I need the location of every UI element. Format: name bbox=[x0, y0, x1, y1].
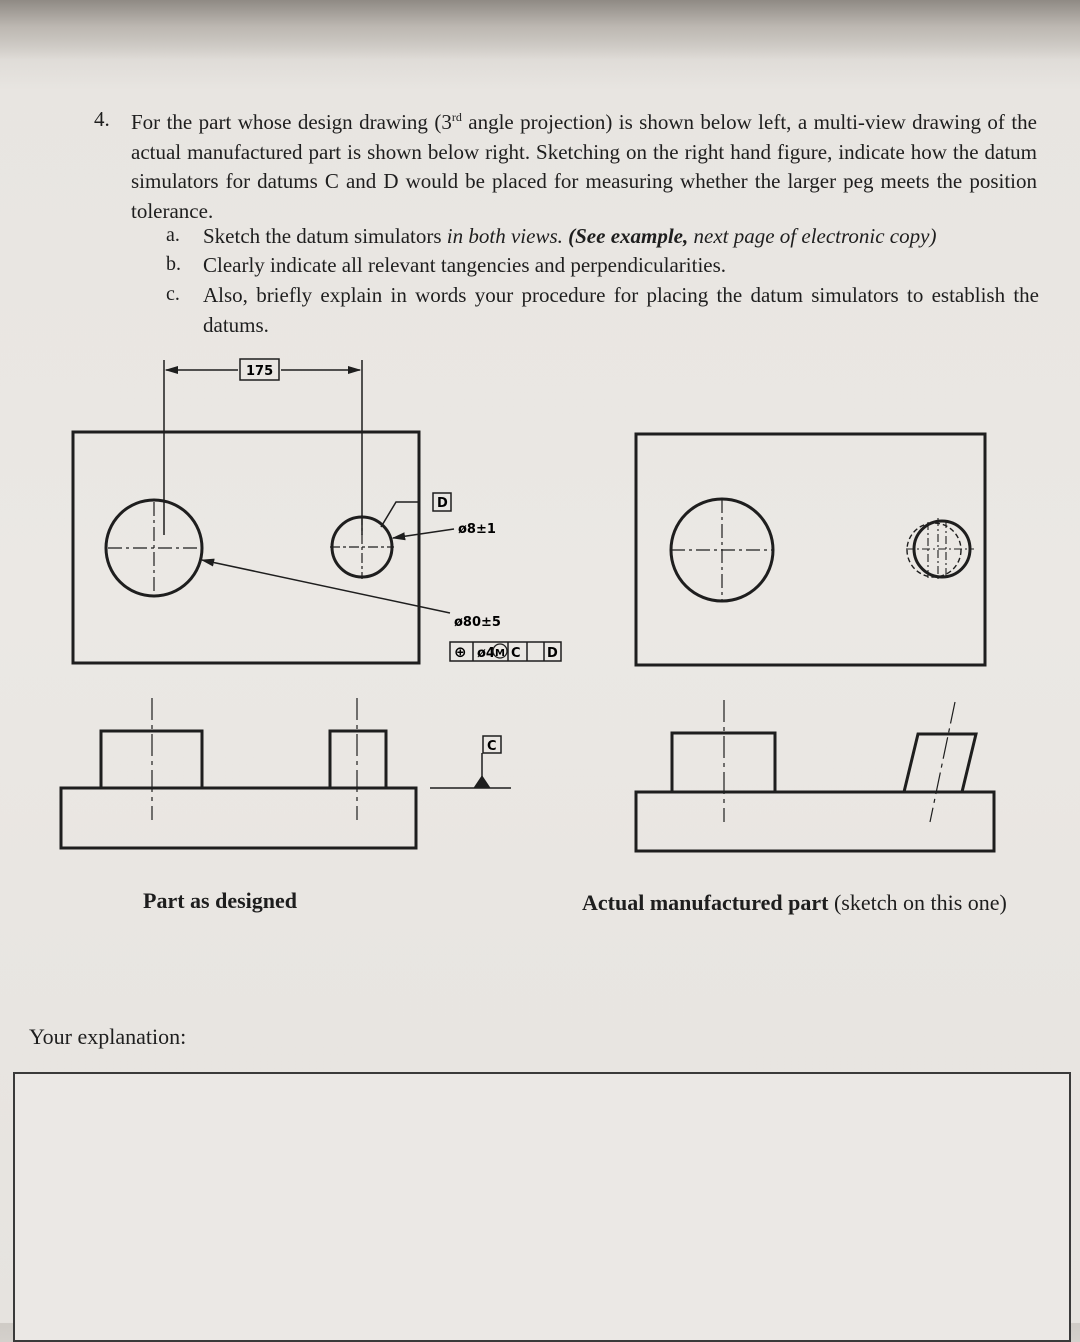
large-hole-leader bbox=[200, 558, 451, 614]
explanation-answer-box[interactable] bbox=[13, 1072, 1071, 1342]
item-a-italic: in both views. bbox=[446, 224, 563, 248]
item-a-letter: a. bbox=[166, 224, 180, 246]
stem-text-1: For the part whose design drawing (3 bbox=[131, 110, 452, 134]
actual-small-peg-front-tilted bbox=[902, 732, 978, 793]
item-c-text: Also, briefly explain in words your proc… bbox=[203, 283, 1039, 337]
basic-dimension-value: 175 bbox=[246, 364, 273, 379]
datum-d-leader bbox=[380, 501, 420, 528]
mmc-circle bbox=[492, 643, 508, 659]
item-b-text: Clearly indicate all relevant tangencies… bbox=[203, 253, 727, 277]
large-hole-size: ø80±5 bbox=[454, 615, 501, 630]
item-a-plain: Sketch the datum simulators bbox=[203, 224, 447, 248]
paper-top-shadow bbox=[0, 0, 1080, 60]
item-a-bold-italic: (See example, bbox=[568, 224, 689, 248]
question-number: 4. bbox=[94, 107, 110, 131]
feature-control-frame bbox=[449, 641, 562, 662]
datum-d-label: D bbox=[437, 496, 448, 511]
small-hole-size: ø8±1 bbox=[458, 522, 496, 537]
engineering-drawings: 175 D ø8±1 ø80±5 ⊕ ø4 M C D C bbox=[59, 358, 996, 853]
plate-outline-front bbox=[59, 786, 418, 850]
actual-small-peg-centerlines bbox=[906, 518, 974, 581]
large-peg-circle bbox=[104, 498, 204, 598]
caption-part-as-designed: Part as designed bbox=[143, 888, 297, 913]
caption-actual-part: Actual manufactured part (sketch on this… bbox=[582, 890, 1007, 916]
datum-c-label: C bbox=[487, 739, 497, 754]
fcf-dividers bbox=[472, 642, 545, 661]
basic-dimension-box bbox=[239, 358, 280, 381]
item-a-italic-tail: next page of electronic copy) bbox=[688, 224, 937, 248]
datum-c-triangle bbox=[473, 775, 491, 789]
actual-small-peg-axis bbox=[929, 701, 956, 823]
fcf-datum-2: D bbox=[547, 646, 558, 661]
large-peg-centerlines bbox=[108, 502, 200, 594]
stem-superscript: rd bbox=[451, 110, 462, 124]
actual-large-peg-centerlines bbox=[671, 499, 773, 601]
small-peg-front bbox=[328, 729, 388, 790]
fcf-modifier: M bbox=[495, 648, 505, 659]
question-stem: For the part whose design drawing (3rd a… bbox=[131, 103, 1037, 226]
caption-actual-plain: (sketch on this one) bbox=[828, 890, 1007, 915]
datum-d-box bbox=[432, 492, 452, 512]
left-front-view bbox=[59, 698, 511, 850]
small-hole-leader bbox=[391, 528, 455, 541]
right-top-view bbox=[634, 432, 987, 667]
actual-small-peg-base-hidden bbox=[906, 522, 962, 578]
actual-plate-outline-front bbox=[634, 790, 996, 853]
position-symbol: ⊕ bbox=[454, 643, 467, 661]
fcf-tolerance: ø4 bbox=[477, 646, 495, 661]
fcf-datum-1: C bbox=[511, 646, 521, 661]
actual-plate-outline-top bbox=[634, 432, 987, 667]
stem-text-2: angle projection) is shown below left, a… bbox=[131, 110, 1037, 223]
item-b-letter: b. bbox=[166, 253, 181, 275]
caption-actual-bold: Actual manufactured part bbox=[582, 890, 829, 915]
item-c-letter: c. bbox=[166, 283, 180, 305]
plate-outline-top bbox=[71, 430, 421, 665]
left-top-view bbox=[71, 358, 562, 665]
explanation-label: Your explanation: bbox=[29, 1024, 187, 1049]
right-front-view bbox=[634, 700, 996, 853]
small-peg-centerlines bbox=[330, 515, 394, 579]
datum-c-box bbox=[482, 735, 502, 754]
item-a-text: Sketch the datum simulators in both view… bbox=[203, 222, 936, 252]
